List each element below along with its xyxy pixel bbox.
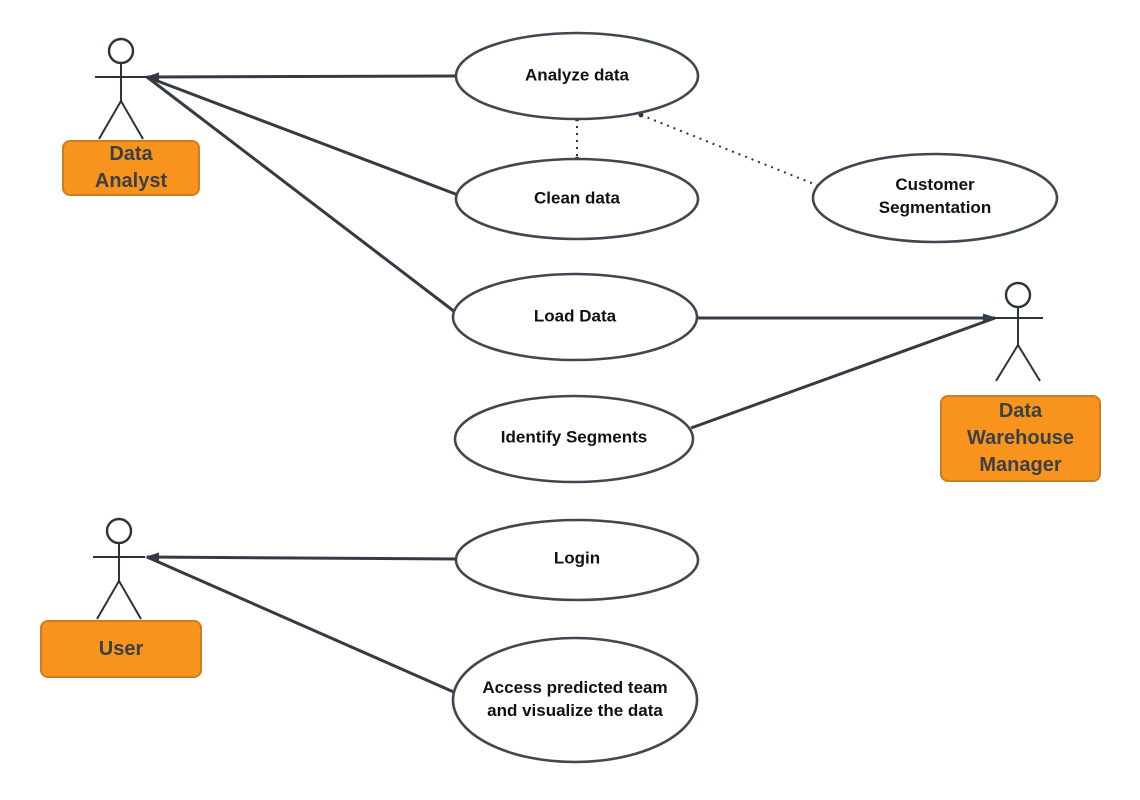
actor-leg-left: [98, 100, 122, 140]
usecase-label-identify-segments: Identify Segments: [500, 427, 648, 447]
connector-data-analyst-load-data: [146, 75, 456, 314]
usecase-ellipse-clean-data: [454, 157, 700, 241]
usecase-ellipse-load-data: [451, 272, 699, 362]
connector-user-login: [146, 555, 458, 561]
actor-leg-right: [118, 580, 142, 620]
usecase-label-load-data: Load Data: [533, 306, 617, 326]
usecase-label-analyze-data: Analyze data: [525, 65, 629, 85]
actor-leg-right: [1017, 344, 1041, 382]
actor-figure-data-warehouse-manager: [993, 281, 1043, 382]
actor-head: [107, 37, 135, 65]
actor-label-text: Data Warehouse Manager: [966, 400, 1075, 476]
actor-label-text: User: [98, 637, 144, 660]
actor-figure-data-analyst: [95, 37, 147, 140]
usecase-ellipse-identify-segments: [453, 394, 695, 484]
actor-label-text: Data Analyst: [94, 143, 168, 192]
actor-leg-left: [96, 580, 120, 620]
connector-user-access-predicted-team: [146, 555, 457, 695]
actor-leg-right: [120, 100, 144, 140]
usecase-ellipse-login: [454, 518, 700, 602]
usecase-ellipse-access-predicted-team: [451, 636, 699, 764]
actor-leg-left: [995, 344, 1019, 382]
usecase-label-clean-data: Clean data: [534, 188, 620, 208]
actor-head: [105, 517, 133, 545]
connector-data-analyst-clean-data: [146, 75, 459, 197]
usecase-label-access-predicted-team: Access predicted team and visualize the …: [482, 678, 668, 720]
usecase-label-login: Login: [553, 548, 601, 568]
connector-data-warehouse-manager-identify-segments: [690, 316, 996, 430]
arrowhead-user: [145, 552, 159, 562]
usecase-ellipse-analyze-data: [454, 31, 700, 121]
actor-head: [1004, 281, 1032, 309]
usecase-ellipse-customer-segmentation: [811, 152, 1059, 244]
actor-label-data-analyst: Data Analyst: [62, 140, 200, 196]
connector-data-analyst-analyze-data: [146, 74, 458, 79]
arrowhead-data-analyst: [145, 72, 159, 82]
actor-label-data-warehouse-manager: Data Warehouse Manager: [940, 395, 1101, 482]
arrowhead-data-warehouse-manager: [983, 313, 997, 323]
actor-figure-user: [93, 517, 145, 620]
usecase-label-customer-segmentation: Customer Segmentation: [878, 175, 992, 217]
actor-label-user: User: [40, 620, 202, 678]
